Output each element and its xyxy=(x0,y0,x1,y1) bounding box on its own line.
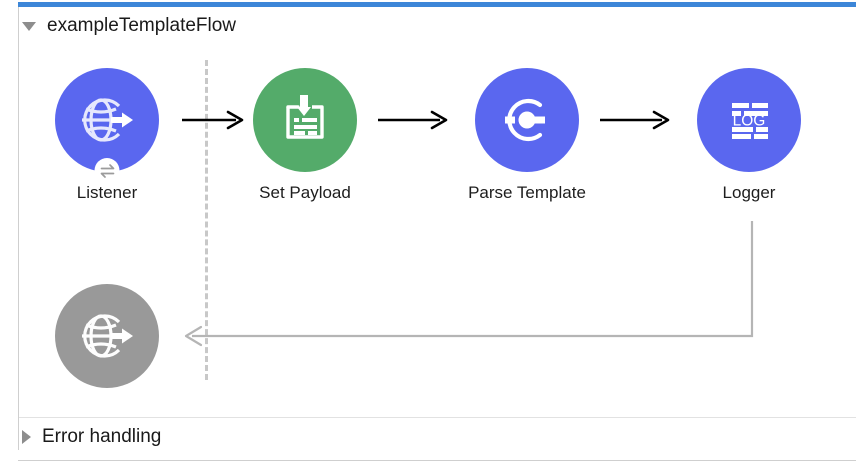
flow-section-divider xyxy=(19,417,856,418)
node-logger-circle[interactable]: LOG xyxy=(697,68,801,172)
connector-listener-to-set-payload xyxy=(182,108,246,132)
logger-icon-text: LOG xyxy=(733,113,766,130)
flow-title: exampleTemplateFlow xyxy=(47,15,237,36)
set-payload-document-icon xyxy=(286,95,324,139)
parse-template-icon xyxy=(505,98,545,142)
error-handling-title: Error handling xyxy=(42,426,162,447)
node-logger-label: Logger xyxy=(722,183,776,202)
node-parse-template-label: Parse Template xyxy=(468,183,586,202)
node-error-response[interactable] xyxy=(48,284,166,398)
node-parse-template-circle[interactable] xyxy=(475,68,579,172)
http-listener-globe-arrow-icon xyxy=(82,314,133,358)
flow-left-border xyxy=(18,7,19,450)
flow-header[interactable]: exampleTemplateFlow xyxy=(22,13,236,39)
exchange-arrows-icon xyxy=(94,158,120,183)
node-listener-label: Listener xyxy=(76,183,138,202)
node-set-payload-circle[interactable] xyxy=(253,68,357,172)
connector-set-payload-to-parse-template xyxy=(378,108,450,132)
http-listener-globe-arrow-icon xyxy=(82,98,133,142)
node-listener[interactable]: Listener xyxy=(48,68,166,204)
logger-log-icon: LOG xyxy=(732,103,768,139)
flow-accent-bar xyxy=(18,2,856,7)
node-logger[interactable]: LOG Logger xyxy=(690,68,808,204)
triangle-down-icon[interactable] xyxy=(22,21,36,31)
node-listener-circle[interactable] xyxy=(55,68,159,183)
node-error-response-circle[interactable] xyxy=(55,284,159,388)
node-set-payload-label: Set Payload xyxy=(259,183,351,202)
source-separator xyxy=(205,60,208,380)
flow-bottom-border xyxy=(18,460,856,461)
triangle-right-icon[interactable] xyxy=(22,430,31,444)
node-set-payload[interactable]: Set Payload xyxy=(246,68,364,204)
connector-logger-to-error-response xyxy=(170,215,780,355)
connector-parse-template-to-logger xyxy=(600,108,672,132)
node-parse-template[interactable]: Parse Template xyxy=(468,68,586,204)
error-handling-header[interactable]: Error handling xyxy=(22,424,161,450)
